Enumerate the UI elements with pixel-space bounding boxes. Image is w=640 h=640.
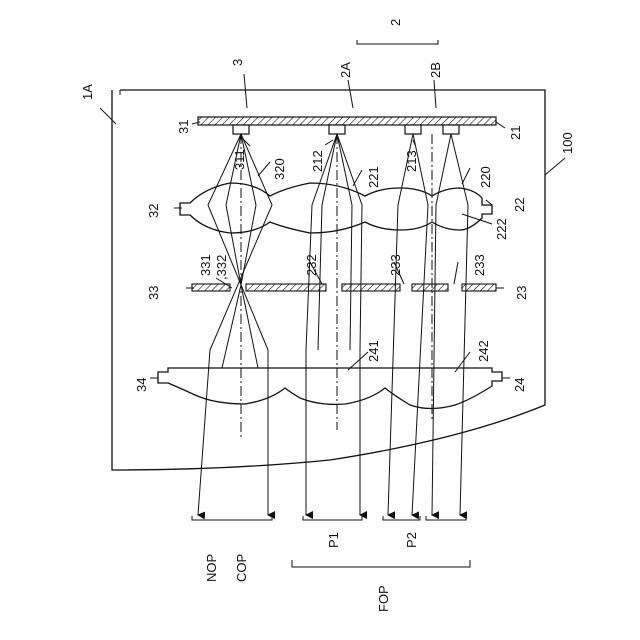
led-311 bbox=[233, 125, 249, 134]
label-NOP: NOP bbox=[204, 554, 219, 582]
label-31: 31 bbox=[176, 120, 191, 134]
housing-outline bbox=[112, 90, 545, 470]
label-34: 34 bbox=[134, 378, 149, 392]
label-242: 242 bbox=[476, 340, 491, 362]
label-212: 212 bbox=[310, 150, 325, 172]
label-23: 23 bbox=[514, 286, 529, 300]
label-232: 232 bbox=[304, 254, 319, 276]
label-2A: 2A bbox=[338, 62, 353, 78]
ray-paths bbox=[198, 134, 468, 515]
label-33: 33 bbox=[146, 286, 161, 300]
label-233b: 233 bbox=[472, 254, 487, 276]
label-100: 100 bbox=[560, 132, 575, 154]
label-1A: 1A bbox=[80, 84, 95, 100]
led-emitters bbox=[233, 125, 459, 134]
label-P1: P1 bbox=[326, 532, 341, 548]
label-2B: 2B bbox=[428, 62, 443, 78]
label-P2: P2 bbox=[404, 532, 419, 548]
label-233a: 233 bbox=[388, 254, 403, 276]
led-213 bbox=[405, 125, 421, 134]
label-241: 241 bbox=[366, 340, 381, 362]
label-320: 320 bbox=[272, 158, 287, 180]
label-3: 3 bbox=[230, 59, 245, 66]
led-220 bbox=[443, 125, 459, 134]
label-22: 22 bbox=[512, 198, 527, 212]
label-32: 32 bbox=[146, 204, 161, 218]
label-221: 221 bbox=[366, 166, 381, 188]
label-213: 213 bbox=[404, 150, 419, 172]
label-222: 222 bbox=[494, 218, 509, 240]
label-220: 220 bbox=[478, 166, 493, 188]
label-21: 21 bbox=[508, 126, 523, 140]
label-2: 2 bbox=[388, 19, 403, 26]
light-source-substrate bbox=[198, 117, 496, 125]
label-332: ,332 bbox=[214, 255, 229, 280]
label-311: 311 bbox=[232, 149, 247, 170]
label-FOP: FOP bbox=[376, 585, 391, 612]
reference-labels: 1A 3 2 2A 2B 31 21 100 311 320 212 221 2… bbox=[80, 19, 575, 612]
label-331: 331 bbox=[198, 254, 213, 276]
label-24: 24 bbox=[512, 378, 527, 392]
second-lens-array bbox=[158, 368, 502, 409]
led-212 bbox=[329, 125, 345, 134]
label-COP: COP bbox=[234, 554, 249, 582]
